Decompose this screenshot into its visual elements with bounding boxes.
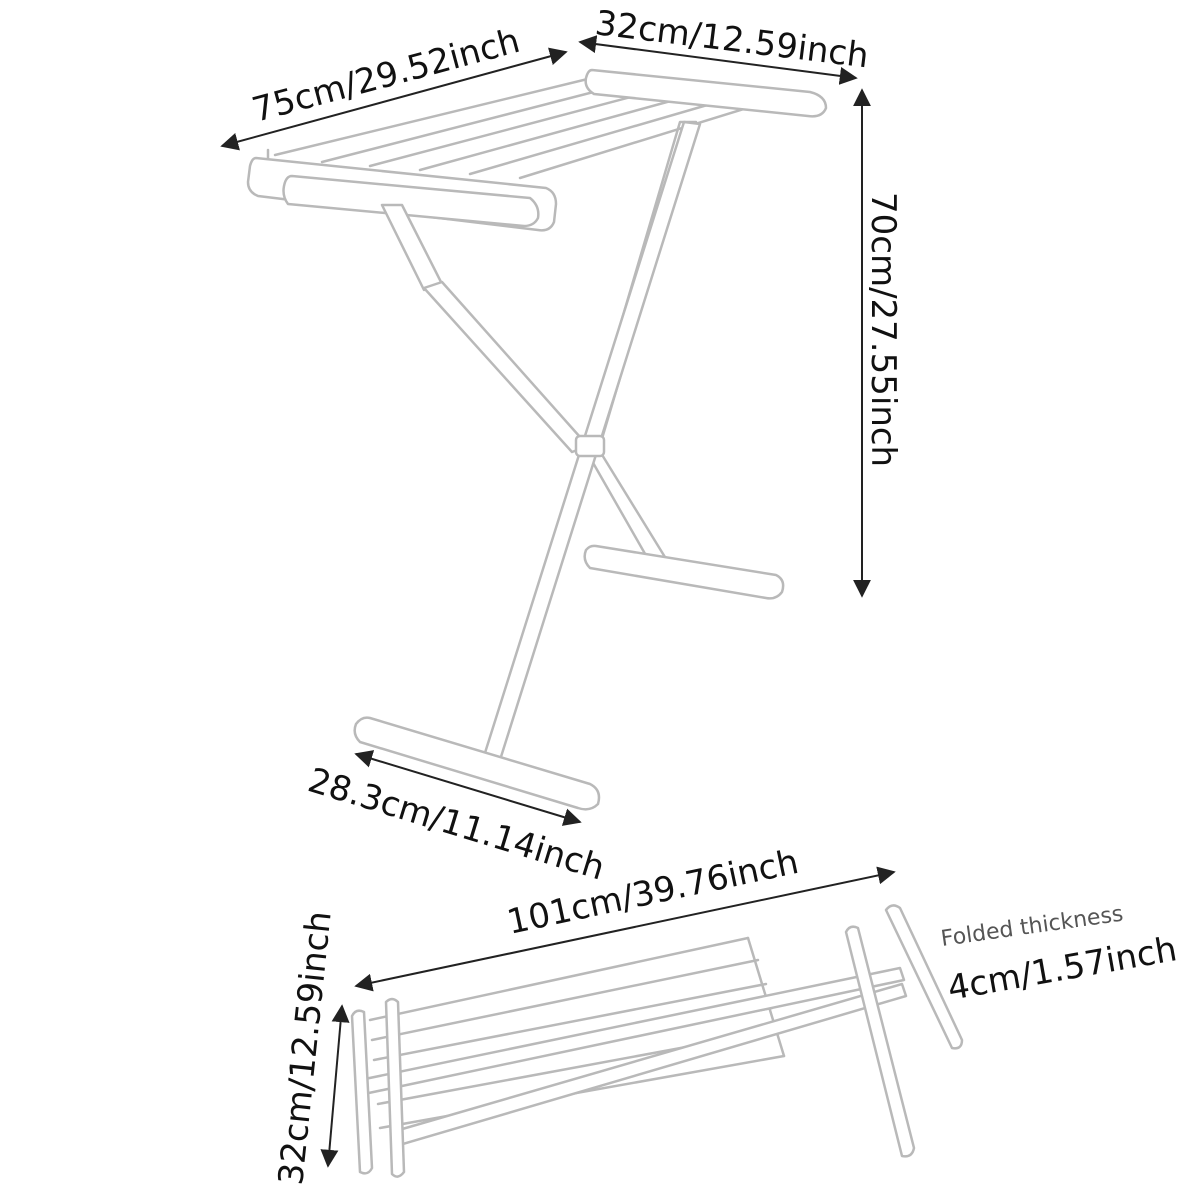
folded-foot-a — [844, 925, 916, 1158]
rack-front-roller — [282, 174, 540, 228]
dimension-arrows-unfolded — [220, 35, 871, 826]
folded-rods — [368, 936, 786, 1130]
rack-front-leg-lower — [422, 280, 590, 454]
top-depth-label: 32cm/12.59inch — [593, 3, 871, 76]
rack-pivot — [574, 434, 606, 458]
rack-far-bar — [584, 68, 828, 118]
height-label: 70cm/27.55inch — [863, 192, 903, 467]
folded-depth-arrow — [320, 1004, 350, 1168]
top-depth-arrow — [578, 35, 858, 85]
foot-width-arrow — [354, 750, 582, 826]
dimension-arrows-folded — [320, 866, 896, 1168]
top-width-arrow — [220, 47, 568, 151]
folded-length-arrow — [354, 866, 896, 992]
folded-end-bar-right — [384, 997, 406, 1178]
folded-rack-illustration — [350, 904, 964, 1178]
rack-rear-foot — [583, 544, 785, 600]
unfolded-rack-illustration — [246, 68, 828, 811]
folded-end-bar-left — [350, 1009, 374, 1175]
